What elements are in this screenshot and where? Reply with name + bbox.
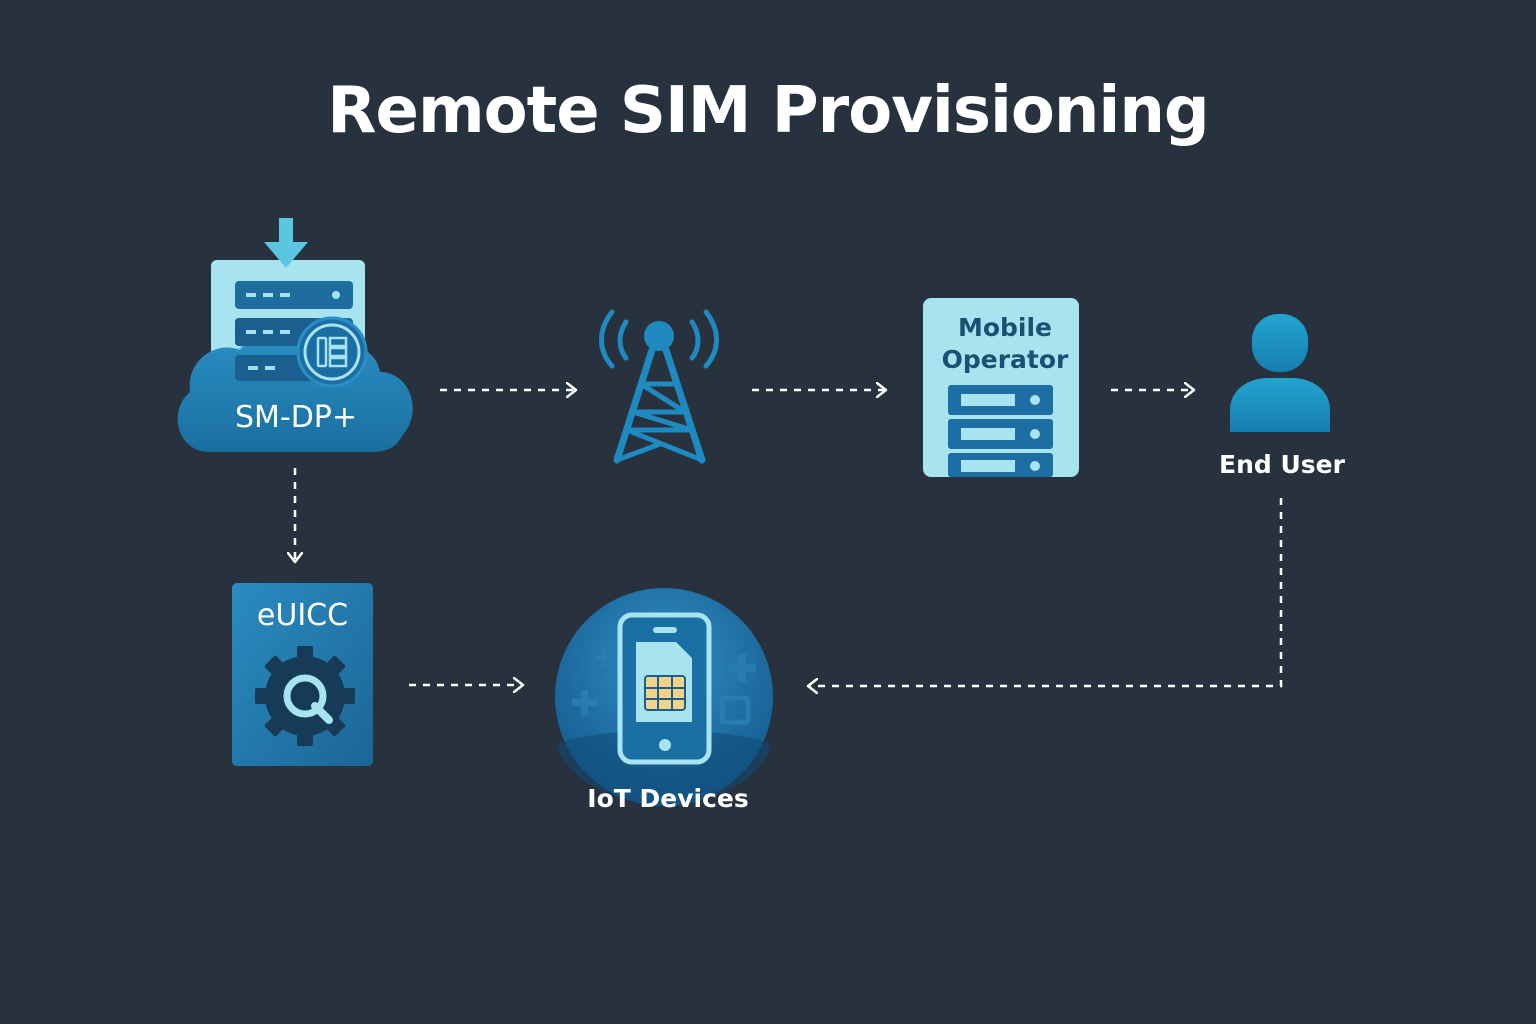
iot-devices-node [555, 588, 773, 806]
chip-badge-icon [296, 316, 368, 388]
arrow-user-to-iot [808, 498, 1283, 686]
page-title: Remote SIM Provisioning [327, 74, 1209, 148]
end-user-label: End User [1219, 450, 1345, 479]
gear-chip-icon [255, 646, 355, 746]
smdp-label: SM-DP+ [234, 400, 358, 435]
operator-label-line1: Mobile [957, 313, 1053, 342]
euicc-node [232, 583, 373, 766]
mobile-operator-node [923, 298, 1079, 477]
edges [295, 390, 1283, 686]
iot-devices-label: IoT Devices [587, 784, 749, 813]
download-arrow-icon [264, 218, 308, 268]
plus-decoration-icon [572, 649, 756, 716]
cell-tower-icon [599, 309, 719, 464]
euicc-label: eUICC [256, 598, 349, 633]
smdp-node [177, 218, 413, 452]
operator-label-line2: Operator [941, 345, 1069, 374]
server-stack-front-icon [235, 318, 315, 381]
server-rack-icon [948, 385, 1053, 477]
square-decoration-icon [719, 695, 751, 725]
user-icon [1230, 314, 1330, 432]
phone-sim-icon [617, 612, 712, 765]
